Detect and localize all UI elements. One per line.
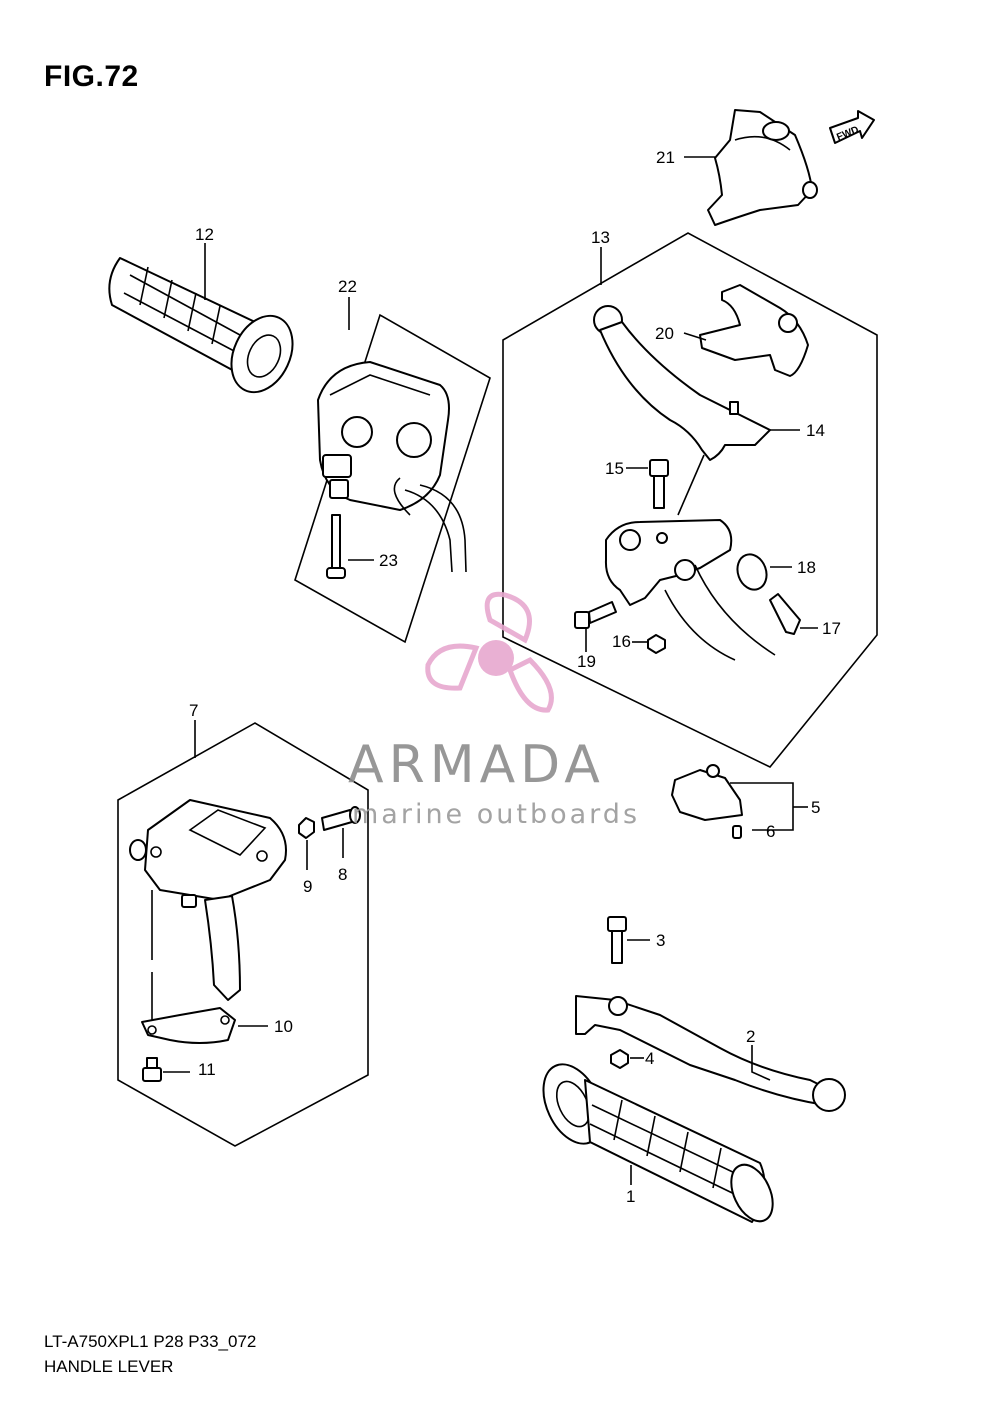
cover-21 <box>684 109 818 226</box>
clutch-lever-2 <box>575 995 846 1112</box>
grip-1 <box>542 1063 774 1223</box>
callout-20: 20 <box>655 324 674 343</box>
bolt-3 <box>607 916 650 964</box>
group-box-13 <box>502 232 878 768</box>
callout-19: 19 <box>577 652 596 671</box>
bolt-11 <box>142 1057 190 1082</box>
master-cylinder <box>604 519 776 661</box>
callout-11: 11 <box>198 1060 216 1079</box>
callout-10: 10 <box>274 1017 293 1036</box>
watermark-brand: ARMADA <box>348 735 605 795</box>
nut-4 <box>610 1049 644 1069</box>
callout-16: 16 <box>612 632 631 651</box>
callout-21: 21 <box>656 148 675 167</box>
callout-12: 12 <box>195 225 214 244</box>
callout-numbers: 1 2 3 4 5 6 7 8 9 10 11 12 13 14 15 16 1… <box>189 148 841 1206</box>
leader-lines <box>194 243 602 758</box>
bolt-8 <box>321 806 361 858</box>
callout-8: 8 <box>338 865 347 884</box>
figure-name: HANDLE LEVER <box>44 1357 174 1376</box>
propeller-logo-icon <box>425 591 554 713</box>
watermark-tagline: marine outboards <box>352 799 640 830</box>
callout-6: 6 <box>766 822 775 841</box>
callout-3: 3 <box>656 931 665 950</box>
callout-15: 15 <box>605 459 624 478</box>
plate-10 <box>141 1007 268 1044</box>
switch-5 <box>671 764 808 831</box>
nut-16 <box>632 634 666 654</box>
callout-9: 9 <box>303 877 312 896</box>
callout-4: 4 <box>645 1049 654 1068</box>
figure-code: LT-A750XPL1 P28 P33_072 <box>44 1332 257 1351</box>
callout-18: 18 <box>797 558 816 577</box>
pivot-bolt-15 <box>626 454 705 516</box>
throttle-housing-7 <box>129 799 287 1020</box>
nut-9 <box>298 817 315 870</box>
grip-12 <box>108 257 294 394</box>
callout-5: 5 <box>811 798 820 817</box>
armada-watermark: ARMADA marine outboards <box>348 591 640 830</box>
forward-arrow-icon <box>829 110 875 144</box>
callout-22: 22 <box>338 277 357 296</box>
callout-1: 1 <box>626 1187 635 1206</box>
callout-7: 7 <box>189 701 198 720</box>
group-box-7 <box>117 722 369 1147</box>
screw-6 <box>732 825 742 839</box>
bolt-19 <box>574 601 617 652</box>
callout-14: 14 <box>806 421 825 440</box>
screw-23 <box>326 514 374 579</box>
callout-23: 23 <box>379 551 398 570</box>
part-17 <box>769 593 818 635</box>
switch-housing-22 <box>317 361 467 573</box>
callout-17: 17 <box>822 619 841 638</box>
part-18 <box>736 553 792 591</box>
callout-2: 2 <box>746 1027 755 1046</box>
callout-13: 13 <box>591 228 610 247</box>
brake-lever-14 <box>593 305 800 461</box>
bracket-20 <box>683 284 809 377</box>
figure-title: FIG.72 <box>44 60 139 93</box>
